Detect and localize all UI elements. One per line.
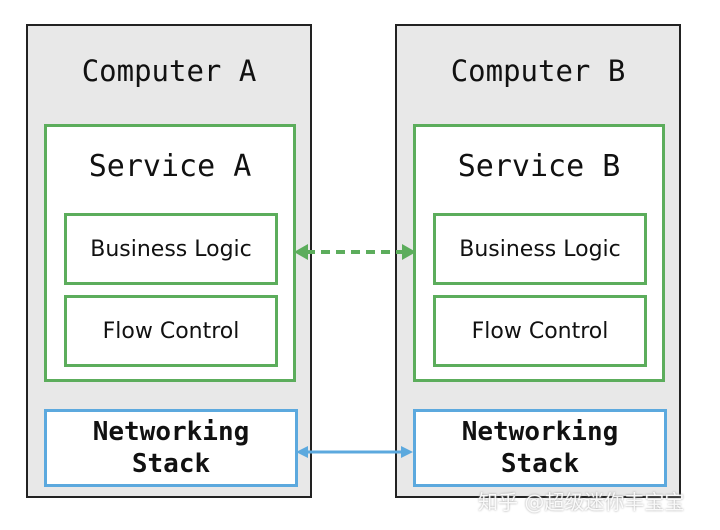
networking-stack-a: Networking Stack [44,409,298,487]
computer-b-box: Computer B Service B Business Logic Flow… [395,24,681,498]
service-a-flow-control: Flow Control [64,295,278,367]
service-b-box: Service B Business Logic Flow Control [413,124,665,382]
networking-stack-b-line1: Networking [461,417,619,447]
networking-stack-b-line2: Stack [500,449,580,479]
business-logic-dashed-arrow [294,244,416,260]
service-a-title: Service A [88,149,252,184]
computer-b-title: Computer B [450,54,626,88]
networking-stack-a-line2: Stack [131,449,211,479]
service-a-box: Service A Business Logic Flow Control [44,124,296,382]
service-a-business-logic: Business Logic [64,213,278,285]
networking-stack-b: Networking Stack [413,409,667,487]
service-b-flow-control: Flow Control [433,295,647,367]
watermark: 知乎 @超级迷你丰宝宝 [478,490,685,514]
service-b-business-logic: Business Logic [433,213,647,285]
networking-stack-a-line1: Networking [92,417,250,447]
computer-a-title: Computer A [81,54,257,88]
service-b-title: Service B [457,149,621,184]
networking-solid-arrow [296,446,413,458]
computer-a-box: Computer A Service A Business Logic Flow… [26,24,312,498]
